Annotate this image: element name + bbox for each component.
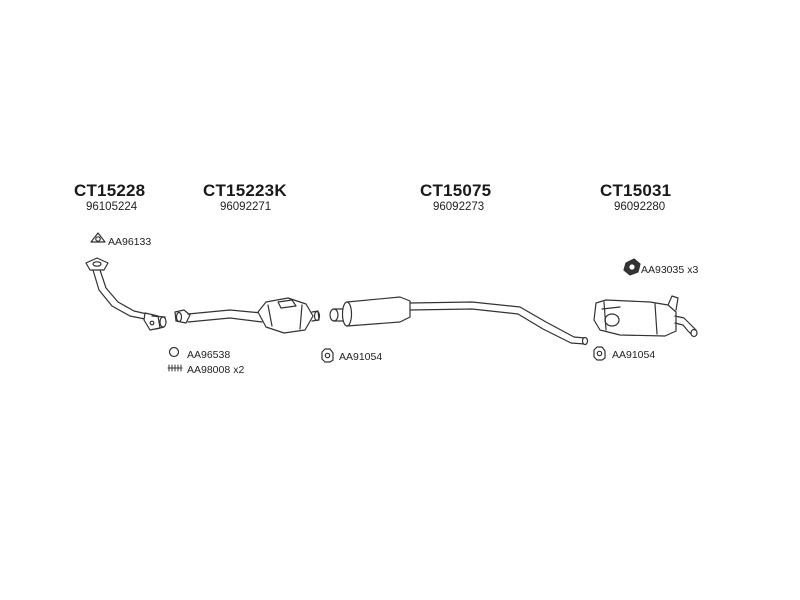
middle-silencer-part: [329, 296, 589, 346]
accessory-id: AA96538: [187, 349, 231, 361]
accessory-id: AA93035: [641, 264, 685, 276]
part-number-middle-silencer: 96092273: [433, 201, 485, 213]
accessory-label-clamp-rear: AA91054: [612, 349, 655, 361]
accessory-id: AA91054: [339, 351, 383, 363]
clamp-icon: [593, 346, 606, 361]
part-code-rear-silencer: CT15031: [600, 181, 672, 200]
accessory-label-clamp-middle: AA91054: [339, 351, 382, 363]
part-code-front-pipe: CT15228: [74, 181, 146, 200]
clamp-icon: [321, 348, 334, 363]
accessory-label-ring: AA96538: [187, 349, 230, 361]
front-pipe-part: [85, 257, 167, 331]
accessory-id: AA98008: [187, 364, 231, 376]
gasket-icon: [90, 232, 106, 243]
part-number-rear-silencer: 96092280: [614, 201, 666, 213]
nut-icon: [623, 258, 641, 276]
part-code-catalytic-converter: CT15223K: [203, 181, 287, 200]
ring-icon: [168, 346, 180, 358]
catalytic-converter-part: [174, 297, 321, 334]
part-number-front-pipe: 96105224: [86, 201, 138, 213]
accessory-id: AA91054: [612, 349, 656, 361]
part-number-catalytic-converter: 96092271: [220, 201, 272, 213]
accessory-qty: x3: [687, 264, 699, 276]
accessory-id: AA96133: [108, 236, 152, 248]
spring-icon: [167, 364, 183, 372]
rear-silencer-part: [593, 295, 698, 338]
part-code-middle-silencer: CT15075: [420, 181, 492, 200]
accessory-label-gasket: AA96133: [108, 236, 151, 248]
accessory-qty: x2: [233, 364, 245, 376]
